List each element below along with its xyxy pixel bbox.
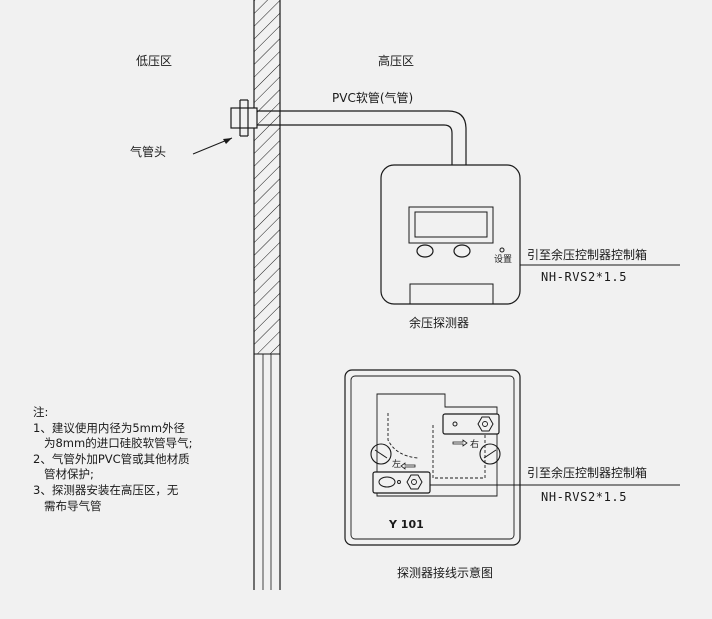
setting-label: 设置 bbox=[494, 255, 513, 265]
detector-cable-model: NH-RVS2*1.5 bbox=[541, 270, 628, 284]
air-fitting bbox=[230, 99, 258, 137]
air-fitting-label: 气管头 bbox=[130, 145, 167, 159]
notes: 注: 1、建议使用内径为5mm外径 为8mm的进口硅胶软管导气; 2、气管外加P… bbox=[33, 405, 193, 514]
note-line: 3、探测器安装在高压区，无 bbox=[33, 482, 179, 497]
wiring-lead-label: 引至余压控制器控制箱 bbox=[527, 466, 648, 480]
low-pressure-zone-label: 低压区 bbox=[136, 54, 173, 68]
detector-caption: 余压探测器 bbox=[409, 316, 470, 330]
residual-pressure-detector bbox=[380, 164, 521, 305]
detector-lead-label: 引至余压控制器控制箱 bbox=[527, 248, 648, 262]
left-terminal-marker: 左 bbox=[392, 460, 402, 470]
note-line: 管材保护; bbox=[33, 467, 94, 482]
right-terminal-marker: 右 bbox=[470, 440, 480, 450]
wall bbox=[253, 0, 281, 590]
pvc-tube-label: PVC软管(气管) bbox=[332, 91, 414, 105]
wiring-model-label: Y 101 bbox=[389, 518, 424, 531]
wiring-box bbox=[344, 369, 521, 546]
wiring-caption: 探测器接线示意图 bbox=[397, 566, 494, 580]
wiring-cable-model: NH-RVS2*1.5 bbox=[541, 490, 628, 504]
air-fitting-leader bbox=[192, 137, 233, 155]
note-line: 1、建议使用内径为5mm外径 bbox=[33, 420, 186, 435]
note-line: 为8mm的进口硅胶软管导气; bbox=[33, 436, 193, 451]
note-line: 2、气管外加PVC管或其他材质 bbox=[33, 451, 190, 466]
note-line: 需布导气管 bbox=[33, 498, 102, 513]
notes-title: 注: bbox=[33, 405, 49, 419]
high-pressure-zone-label: 高压区 bbox=[378, 54, 415, 68]
pvc-tube bbox=[257, 110, 467, 166]
